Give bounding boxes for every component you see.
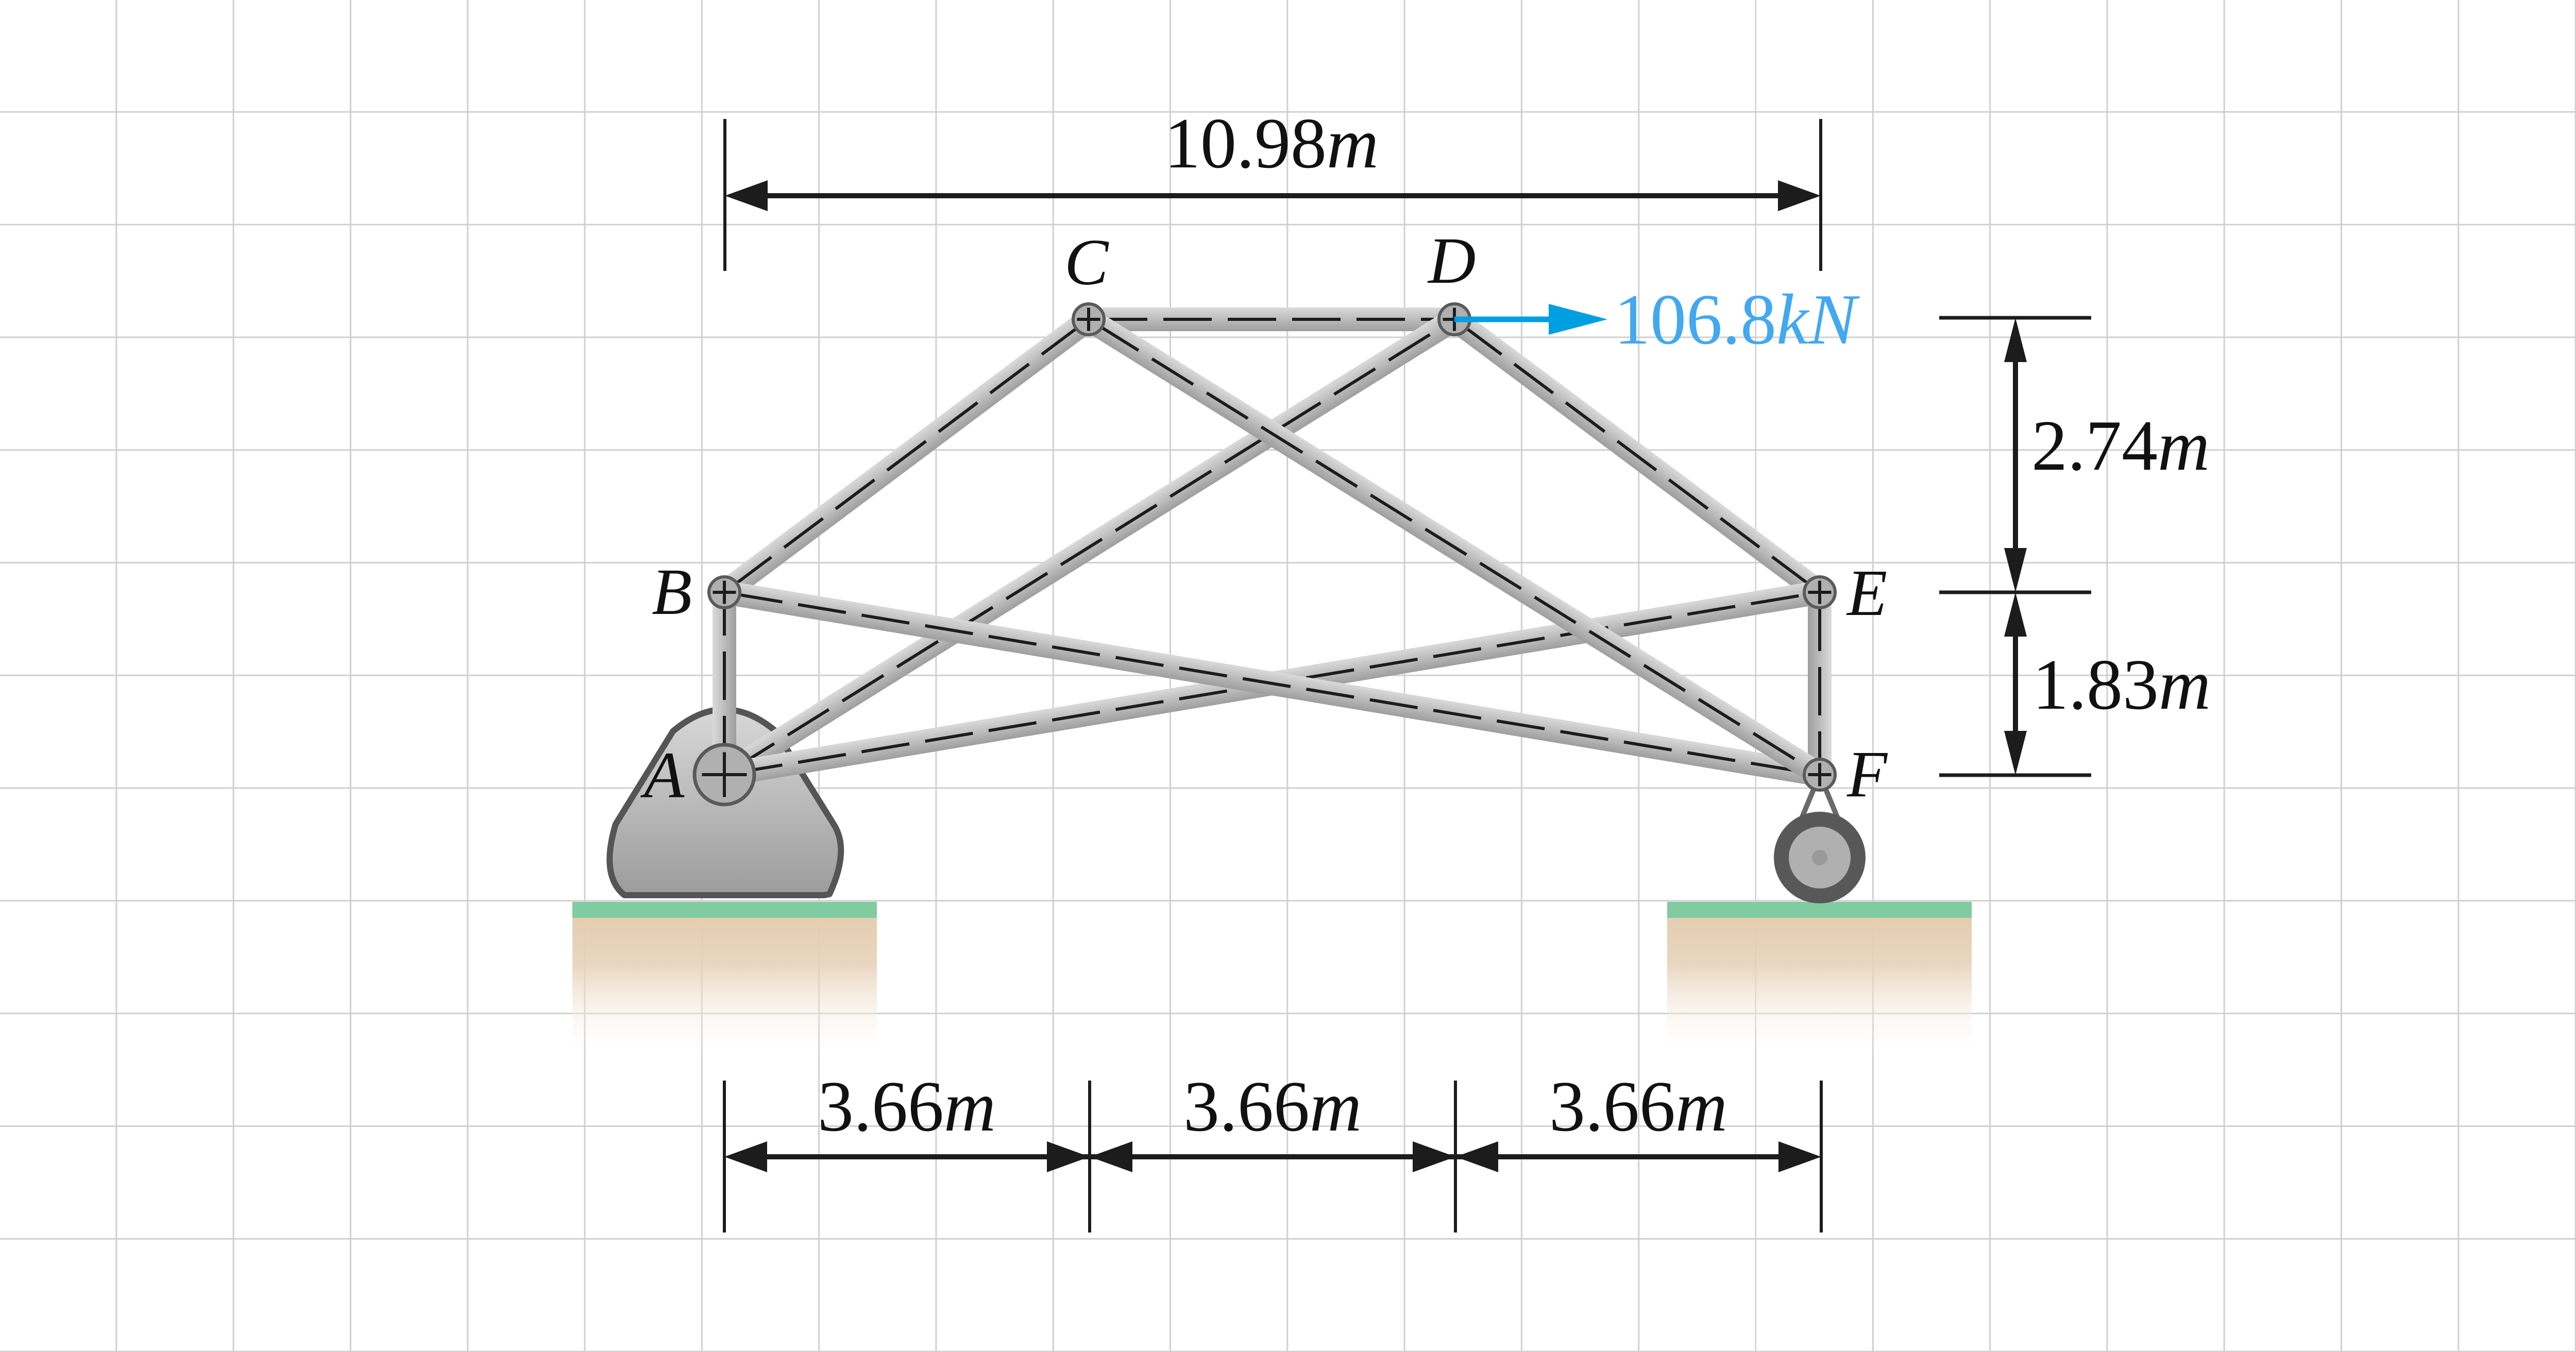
dimension-bottom-spans: 3.66m 3.66m 3.66m	[723, 1067, 1823, 1233]
dimension-label-height-upper: 2.74m	[2031, 406, 2210, 486]
dimension-label-top-span: 10.98m	[1164, 104, 1379, 183]
dimension-right-heights: 2.74m 1.83m	[1939, 316, 2211, 777]
node-label-c: C	[1064, 226, 1109, 299]
load-label: 106.8kN	[1614, 280, 1860, 360]
member-bf	[722, 580, 1822, 786]
node-label-e: E	[1846, 556, 1887, 629]
joint-b	[707, 575, 741, 609]
joint-a	[692, 743, 756, 807]
member-cf	[1082, 309, 1826, 785]
load-arrow: 106.8kN	[1454, 280, 1860, 360]
member-ad	[718, 309, 1461, 785]
node-label-b: B	[652, 555, 692, 628]
node-labels: A B C D E F	[640, 224, 1888, 812]
truss-joints	[692, 302, 1837, 807]
joint-f	[1803, 758, 1837, 792]
roller-support-f	[1774, 774, 1866, 903]
truss-members	[713, 307, 1832, 786]
dimension-label-span-ef: 3.66m	[1549, 1067, 1727, 1146]
dimension-top-span: 10.98m	[723, 104, 1822, 271]
node-label-a: A	[640, 739, 685, 812]
dimension-label-height-lower: 1.83m	[2032, 645, 2211, 725]
node-label-f: F	[1846, 738, 1888, 811]
ground-left	[572, 902, 877, 1057]
dimension-label-span-cd: 3.66m	[1183, 1067, 1362, 1146]
dimension-label-span-ab: 3.66m	[818, 1067, 996, 1146]
joint-e	[1803, 575, 1837, 609]
member-bc	[717, 310, 1096, 602]
ground-right	[1667, 902, 1972, 1057]
node-label-d: D	[1427, 224, 1476, 297]
joint-c	[1072, 302, 1106, 336]
member-de	[1447, 310, 1827, 602]
arrow-right-icon	[1549, 304, 1607, 335]
